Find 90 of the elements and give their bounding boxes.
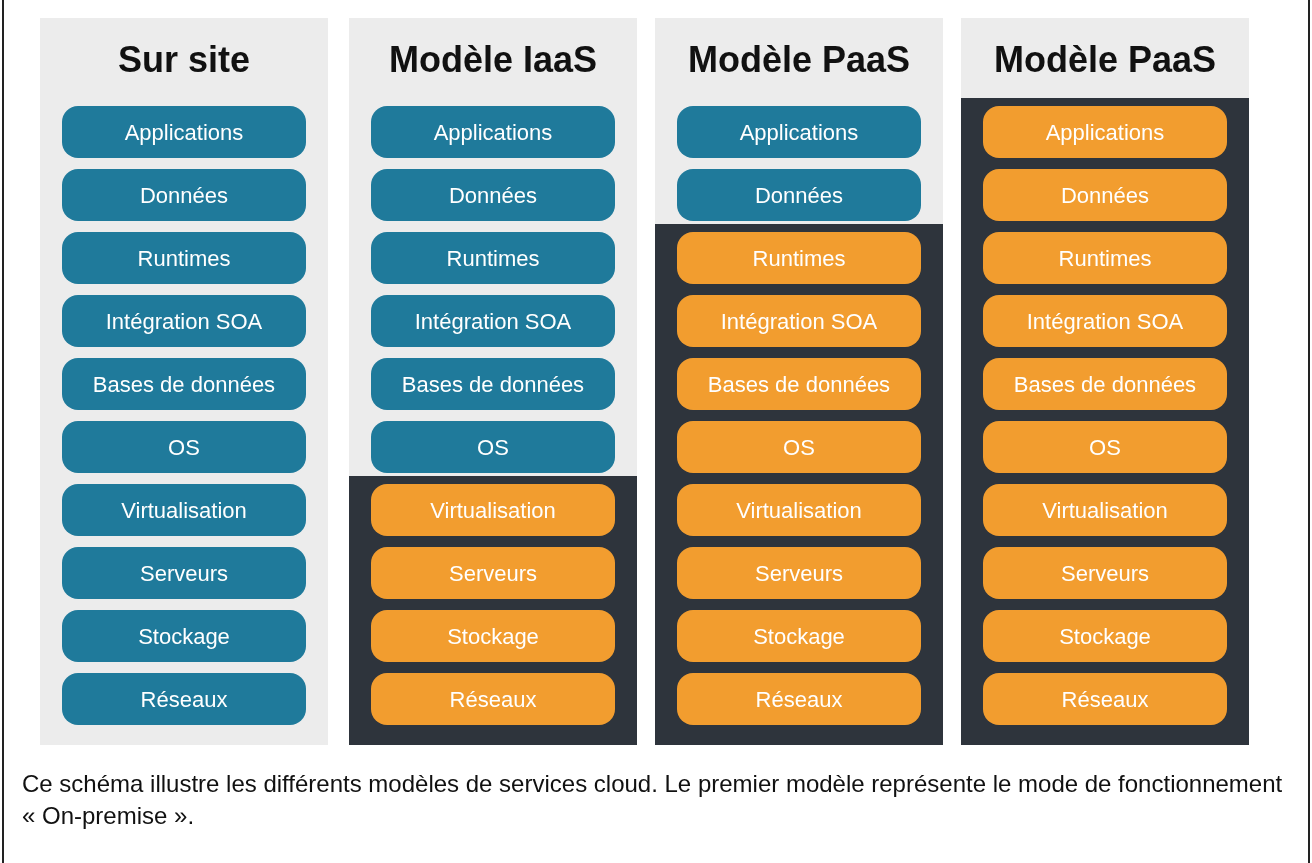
customer-layer-pill: [62, 547, 306, 599]
customer-layer-pill: [62, 421, 306, 473]
layer-label: Serveurs: [448, 559, 537, 588]
layer-label: Réseaux: [140, 685, 228, 714]
managed-layer-pill: [983, 547, 1227, 599]
layer-label: Stockage: [1059, 622, 1151, 651]
managed-layer-pill: [677, 358, 921, 410]
managed-layer-pill: [983, 673, 1227, 725]
layer-label: Virtualisation: [1042, 496, 1168, 525]
caption: Ce schéma illustre les différents modèles de services cloud. Le premier modèle représente le mode de fonctionnement « On-premise ».: [22, 769, 1284, 831]
layer-label: Runtimes: [752, 244, 846, 273]
layer-label: Bases de données: [707, 370, 891, 399]
customer-layer-pill: [371, 421, 615, 473]
managed-layer-pill: [677, 232, 921, 284]
layer-label: Bases de données: [92, 370, 276, 399]
layer-label: Stockage: [447, 622, 539, 651]
layer-label: Serveurs: [139, 559, 228, 588]
layer-label: Intégration SOA: [1026, 307, 1184, 336]
layer-label: Applications: [124, 118, 244, 147]
customer-layer-pill: [62, 673, 306, 725]
managed-layer-pill: [677, 610, 921, 662]
managed-layer-pill: [983, 421, 1227, 473]
layer-label: Applications: [433, 118, 553, 147]
managed-layer-pill: [983, 484, 1227, 536]
managed-layer-pill: [677, 484, 921, 536]
managed-layer-pill: [371, 610, 615, 662]
layer-label: Serveurs: [1060, 559, 1149, 588]
customer-layer-pill: [371, 358, 615, 410]
managed-layer-pill: [983, 106, 1227, 158]
layer-label: Réseaux: [755, 685, 843, 714]
layer-label: Intégration SOA: [414, 307, 572, 336]
column-panel: [40, 18, 328, 745]
column-heading: Modèle PaaS: [992, 38, 1218, 82]
layer-label: Réseaux: [449, 685, 537, 714]
column-panel: [655, 18, 943, 745]
layer-label: OS: [168, 433, 200, 462]
layer-label: Données: [448, 181, 538, 210]
customer-layer-pill: [371, 232, 615, 284]
layer-label: Données: [139, 181, 229, 210]
managed-layer-pill: [983, 232, 1227, 284]
layer-label: Runtimes: [446, 244, 540, 273]
customer-layer-pill: [62, 610, 306, 662]
managed-layer-pill: [677, 295, 921, 347]
managed-layer-pill: [677, 547, 921, 599]
layer-label: Applications: [739, 118, 859, 147]
managed-layer-pill: [677, 673, 921, 725]
layer-label: Virtualisation: [736, 496, 862, 525]
managed-layer-pill: [371, 673, 615, 725]
layer-label: Réseaux: [1061, 685, 1149, 714]
customer-layer-pill: [371, 295, 615, 347]
layer-label: Runtimes: [137, 244, 231, 273]
customer-layer-pill: [371, 169, 615, 221]
provider-managed-band: [655, 224, 943, 745]
managed-layer-pill: [371, 547, 615, 599]
column-heading: Modèle PaaS: [686, 38, 912, 82]
provider-managed-band: [349, 476, 637, 745]
customer-layer-pill: [62, 484, 306, 536]
layer-label: OS: [1089, 433, 1121, 462]
managed-layer-pill: [983, 295, 1227, 347]
managed-layer-pill: [983, 610, 1227, 662]
customer-layer-pill: [62, 232, 306, 284]
layer-label: Intégration SOA: [720, 307, 878, 336]
layer-label: Stockage: [753, 622, 845, 651]
managed-layer-pill: [677, 421, 921, 473]
layer-label: Virtualisation: [430, 496, 556, 525]
layer-label: OS: [783, 433, 815, 462]
layer-label: Serveurs: [754, 559, 843, 588]
customer-layer-pill: [62, 169, 306, 221]
column-heading: Sur site: [116, 38, 251, 82]
customer-layer-pill: [62, 106, 306, 158]
customer-layer-pill: [62, 358, 306, 410]
layer-label: OS: [477, 433, 509, 462]
layer-label: Runtimes: [1058, 244, 1152, 273]
customer-layer-pill: [677, 106, 921, 158]
customer-layer-pill: [677, 169, 921, 221]
column-panel: [349, 18, 637, 745]
managed-layer-pill: [983, 358, 1227, 410]
managed-layer-pill: [983, 169, 1227, 221]
layer-label: Bases de données: [401, 370, 585, 399]
layer-label: Stockage: [138, 622, 230, 651]
layer-label: Bases de données: [1013, 370, 1197, 399]
customer-layer-pill: [62, 295, 306, 347]
column-heading: Modèle IaaS: [387, 38, 599, 82]
layer-label: Données: [1060, 181, 1150, 210]
layer-label: Intégration SOA: [105, 307, 263, 336]
customer-layer-pill: [371, 106, 615, 158]
layer-label: Données: [754, 181, 844, 210]
layer-label: Applications: [1045, 118, 1165, 147]
layer-label: Virtualisation: [121, 496, 247, 525]
managed-layer-pill: [371, 484, 615, 536]
